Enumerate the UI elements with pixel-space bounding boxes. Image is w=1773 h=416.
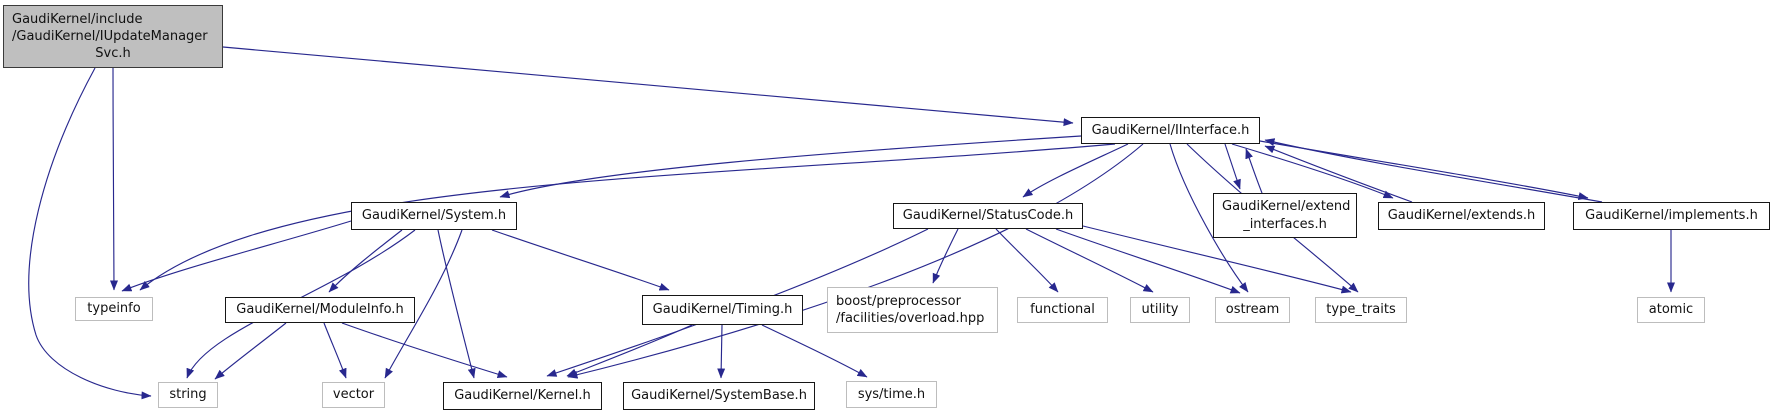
node-label: /facilities/overload.hpp — [836, 311, 985, 326]
edge-iinterface-to-system — [499, 135, 1082, 199]
node-label: Svc.h — [95, 46, 131, 62]
node-label: GaudiKernel/include — [12, 11, 143, 27]
edge-system-to-typeinfo — [121, 220, 352, 292]
edge-root-to-typeinfo — [109, 67, 118, 291]
node-label: typeinfo — [87, 301, 141, 317]
node-label: GaudiKernel/ModuleInfo.h — [236, 302, 404, 318]
edge-statuscode-to-ostream — [1055, 228, 1241, 294]
node-label: vector — [332, 387, 375, 403]
node-timing[interactable]: GaudiKernel/Timing.h — [642, 295, 803, 325]
node-label: GaudiKernel/extends.h — [1387, 208, 1536, 224]
node-ostream: ostream — [1215, 297, 1290, 323]
edge-statuscode-to-utility — [1025, 228, 1154, 293]
edge-root-to-string — [28, 67, 152, 400]
node-vector: vector — [322, 382, 385, 408]
edge-statuscode-to-boost — [932, 228, 959, 284]
edge-moduleinfo-to-vector — [323, 322, 347, 379]
node-label: _interfaces.h — [1243, 216, 1327, 232]
node-utility: utility — [1130, 297, 1190, 323]
node-label: GaudiKernel/StatusCode.h — [902, 208, 1074, 224]
node-label: /GaudiKernel/IUpdateManager — [12, 28, 208, 44]
edge-statuscode-to-functional — [995, 228, 1059, 293]
node-implements[interactable]: GaudiKernel/implements.h — [1573, 202, 1770, 230]
node-label: GaudiKernel/extend — [1222, 199, 1351, 215]
edge-iinterface-to-extends — [1231, 143, 1394, 199]
edge-timing-to-systembase — [717, 324, 726, 379]
node-label: GaudiKernel/SystemBase.h — [631, 388, 807, 404]
node-systime: sys/time.h — [846, 381, 937, 408]
node-label: functional — [1030, 302, 1095, 318]
node-moduleinfo[interactable]: GaudiKernel/ModuleInfo.h — [225, 297, 415, 323]
node-systembase[interactable]: GaudiKernel/SystemBase.h — [623, 382, 815, 410]
edge-iinterface-to-statuscode — [1022, 143, 1129, 198]
node-label: ostream — [1225, 302, 1280, 318]
node-statuscode[interactable]: GaudiKernel/StatusCode.h — [893, 203, 1083, 229]
node-label: GaudiKernel/IInterface.h — [1091, 122, 1250, 138]
edge-moduleinfo-to-string — [214, 322, 287, 380]
node-label: GaudiKernel/Kernel.h — [454, 388, 591, 404]
edge-system-to-moduleinfo — [328, 229, 403, 293]
edge-statuscode-to-type_traits — [1082, 225, 1352, 294]
node-iinterface[interactable]: GaudiKernel/IInterface.h — [1081, 117, 1260, 144]
node-label: atomic — [1648, 302, 1694, 318]
node-label: sys/time.h — [857, 386, 926, 402]
node-label: GaudiKernel/implements.h — [1585, 208, 1758, 224]
edge-implements-to-iinterface — [1264, 138, 1603, 203]
edge-root-to-iinterface — [222, 46, 1074, 127]
edge-extintf-to-iinterface — [1245, 148, 1263, 194]
node-system[interactable]: GaudiKernel/System.h — [351, 202, 517, 230]
node-extintf[interactable]: GaudiKernel/extend_interfaces.h — [1213, 193, 1357, 238]
edge-moduleinfo-to-kernel — [341, 322, 508, 379]
node-type_traits: type_traits — [1315, 297, 1407, 323]
node-typeinfo: typeinfo — [75, 297, 153, 321]
edge-system-to-vector — [384, 229, 463, 379]
edge-iinterface-to-extintf — [1224, 143, 1241, 190]
edge-iinterface-to-kernel — [567, 143, 1144, 379]
edge-system-to-kernel — [437, 229, 476, 379]
node-atomic: atomic — [1637, 297, 1705, 323]
node-boost: boost/preprocessor/facilities/overload.h… — [827, 287, 998, 333]
node-string: string — [158, 382, 218, 408]
node-functional: functional — [1017, 297, 1108, 323]
node-label: type_traits — [1326, 302, 1396, 318]
edge-system-to-timing — [491, 229, 670, 291]
node-label: GaudiKernel/System.h — [361, 208, 507, 224]
edge-timing-to-systime — [761, 324, 868, 378]
edge-extends-to-iinterface — [1264, 145, 1413, 203]
node-label: utility — [1141, 302, 1179, 318]
node-label: boost/preprocessor — [836, 293, 961, 309]
edge-iinterface-to-typeinfo — [139, 143, 1116, 291]
node-root[interactable]: GaudiKernel/include/GaudiKernel/IUpdateM… — [3, 5, 223, 68]
edge-iinterface-to-ostream — [1169, 143, 1249, 293]
node-extends[interactable]: GaudiKernel/extends.h — [1378, 202, 1545, 230]
node-kernel[interactable]: GaudiKernel/Kernel.h — [443, 382, 602, 410]
node-label: GaudiKernel/Timing.h — [652, 302, 793, 318]
node-label: string — [169, 387, 207, 403]
